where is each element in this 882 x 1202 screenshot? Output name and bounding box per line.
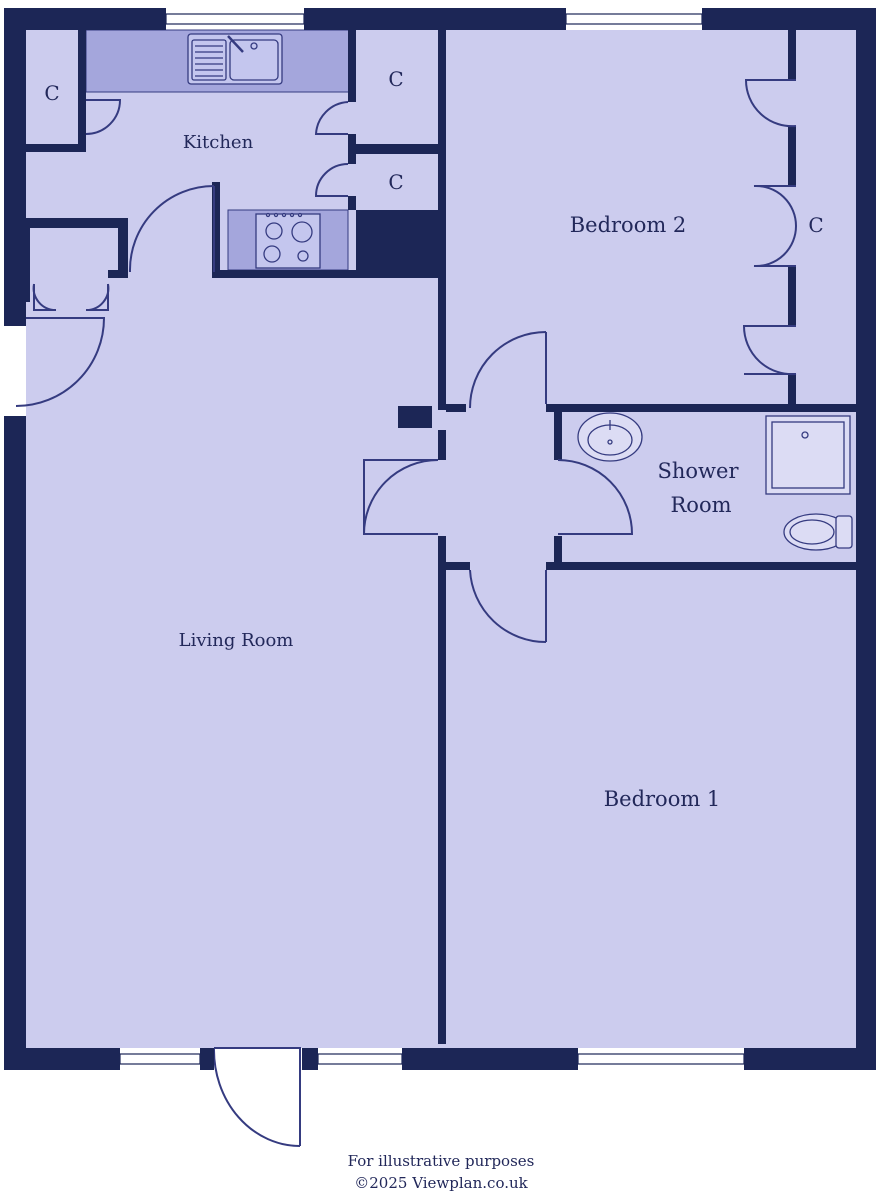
door-swings: [15, 79, 798, 1147]
shower-room-label-line1: Shower: [658, 459, 740, 483]
living-room-label: Living Room: [179, 630, 294, 651]
bedroom-1-window: [577, 1053, 745, 1065]
living-window-right: [317, 1053, 403, 1065]
kitchen-fixtures: [85, 29, 351, 271]
bedroom-2-label: Bedroom 2: [570, 213, 687, 237]
shower-tray-icon: [765, 415, 851, 495]
cupboard-label: C: [44, 81, 59, 105]
bedroom-2-window: [565, 13, 703, 25]
hob-icon: [255, 212, 321, 269]
washbasin-icon: [577, 412, 643, 462]
windows: [119, 13, 745, 1065]
shower-room-label-line2: Room: [670, 493, 731, 517]
hall-floor: [438, 408, 558, 570]
toilet-icon: [783, 513, 853, 551]
bedroom-1-floor: [438, 568, 856, 1048]
room-labels: Kitchen Bedroom 2 Shower Room Living Roo…: [44, 67, 823, 811]
cupboard-label: C: [388, 67, 403, 91]
internal-walls: [26, 30, 856, 1044]
kitchen-window: [165, 13, 305, 25]
bedroom-2-floor: [438, 30, 856, 408]
outer-walls: [4, 8, 876, 1070]
living-kitchen-floor: [26, 30, 438, 1048]
bedroom-1-label: Bedroom 1: [604, 787, 721, 811]
cupboard-label: C: [808, 213, 823, 237]
cupboard-label: C: [388, 170, 403, 194]
footer-note: For illustrative purposes: [347, 1152, 535, 1170]
footer-copyright: ©2025 Viewplan.co.uk: [354, 1174, 528, 1192]
kitchen-label: Kitchen: [183, 132, 254, 153]
living-window-left: [119, 1053, 201, 1065]
sink-icon: [187, 33, 283, 85]
shower-fixtures: [577, 412, 853, 551]
